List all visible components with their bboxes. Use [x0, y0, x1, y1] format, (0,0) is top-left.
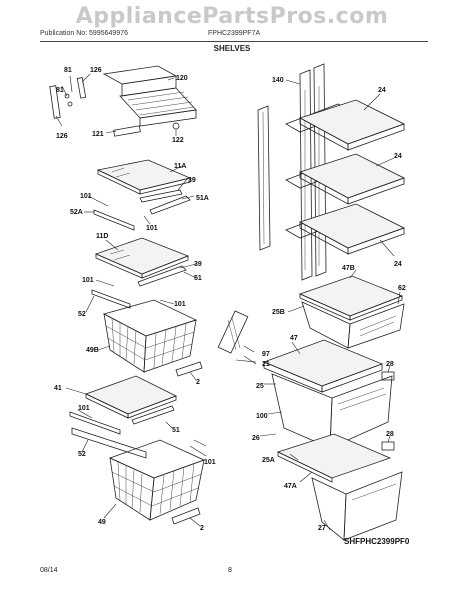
callout-28: 28 — [386, 431, 394, 438]
crisper-cover-part-47B — [298, 269, 404, 321]
glass-shelf-part-24-top — [285, 93, 406, 151]
publication-number: Publication No: 5995649976 — [40, 30, 128, 37]
diagram-code: SHFPHC2399PF0 — [344, 537, 410, 546]
callout-101: 101 — [80, 193, 92, 200]
callout-25B: 25B — [272, 309, 285, 316]
callout-49B: 49B — [86, 347, 99, 354]
callout-52: 52 — [78, 451, 86, 458]
drawer-clip-part-28a — [381, 365, 395, 381]
callout-24: 24 — [394, 261, 402, 268]
wire-basket-part-49 — [103, 439, 206, 521]
slide-part-52 — [71, 427, 207, 459]
callout-97: 97 — [262, 351, 270, 358]
pan-shelf-part-120 — [102, 65, 197, 137]
callout-26: 26 — [252, 435, 260, 442]
wire-basket-part-49B — [97, 299, 198, 373]
trim-part-2a — [175, 361, 203, 381]
callout-28: 28 — [386, 361, 394, 368]
callout-100: 100 — [256, 413, 268, 420]
callout-25A: 25A — [262, 457, 275, 464]
callout-47B: 47B — [342, 265, 355, 272]
callout-2: 2 — [200, 525, 204, 532]
section-title: SHELVES — [213, 44, 251, 53]
callout-39: 39 — [194, 261, 202, 268]
callout-47A: 47A — [284, 483, 297, 490]
shelf-part-41 — [65, 375, 177, 435]
callout-51: 51 — [194, 275, 202, 282]
footer-page-number: 8 — [228, 567, 232, 574]
drawer-clip-part-28b — [381, 435, 395, 451]
callout-140: 140 — [272, 77, 284, 84]
callout-52: 52 — [78, 311, 86, 318]
callout-122: 122 — [172, 137, 184, 144]
callout-49: 49 — [98, 519, 106, 526]
callout-2: 2 — [196, 379, 200, 386]
callout-24: 24 — [394, 153, 402, 160]
header-rule — [40, 41, 428, 42]
crisper-cover-part-47A — [276, 433, 392, 483]
callout-47: 47 — [290, 335, 298, 342]
callout-24: 24 — [378, 87, 386, 94]
humidity-control-part-97 — [217, 310, 257, 365]
callout-81: 81 — [64, 67, 72, 74]
callout-39: 39 — [188, 177, 196, 184]
callout-21: 21 — [262, 361, 270, 368]
callout-101: 101 — [174, 301, 186, 308]
callout-27: 27 — [318, 525, 326, 532]
callout-121: 121 — [92, 131, 104, 138]
callout-126: 126 — [90, 67, 102, 74]
callout-126: 126 — [56, 133, 68, 140]
callout-25: 25 — [256, 383, 264, 390]
crisper-pan-part-62 — [287, 291, 405, 349]
footer-date: 08/14 — [40, 567, 58, 574]
callout-62: 62 — [398, 285, 406, 292]
callout-81: 81 — [56, 87, 64, 94]
glass-shelf-part-24-bottom — [285, 203, 406, 257]
glass-shelf-part-11D — [85, 237, 197, 313]
callout-101: 101 — [78, 405, 90, 412]
crisper-drawer-part-27 — [311, 471, 403, 541]
bracket-part-126 — [49, 73, 91, 127]
callout-41: 41 — [54, 385, 62, 392]
callout-51: 51 — [172, 427, 180, 434]
crisper-cover-part-47 — [262, 339, 384, 393]
callout-101: 101 — [146, 225, 158, 232]
model-number: FPHC2399PF7A — [208, 30, 261, 37]
callout-101: 101 — [204, 459, 216, 466]
callout-51A: 51A — [196, 195, 209, 202]
callout-101: 101 — [82, 277, 94, 284]
callout-11A: 11A — [174, 163, 186, 170]
callout-11D: 11D — [96, 233, 108, 240]
glass-shelf-part-24-middle — [285, 153, 406, 205]
callout-120: 120 — [176, 75, 188, 82]
trim-part-2b — [171, 507, 201, 527]
callout-52A: 52A — [70, 209, 83, 216]
ladder-rail-part-140 — [257, 63, 327, 281]
glass-shelf-part-11A — [84, 159, 195, 231]
watermark: AppliancePartsPros.com — [75, 4, 389, 29]
